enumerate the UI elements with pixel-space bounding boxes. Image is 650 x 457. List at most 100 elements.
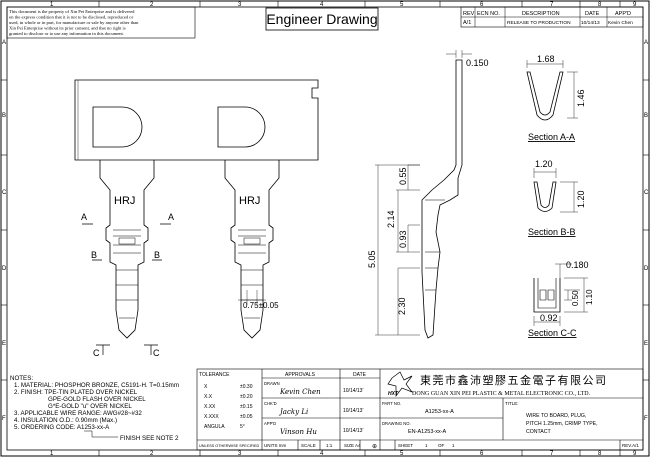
company-block: HXT 東莞市鑫沛塑膠五金電子有限公司 DONG GUAN XIN PEI PL…	[382, 371, 639, 448]
notes: NOTES: 1. MATERIAL: PHOSPHOR BRONZE, C51…	[10, 375, 179, 442]
section-c-title: Section C-C	[528, 328, 577, 338]
tol-label: ANGULA	[204, 424, 225, 430]
section-c-marker: C	[93, 348, 100, 358]
col-label: 7	[550, 451, 554, 457]
section-views	[526, 60, 588, 326]
tolerance-header: TOLERANCE	[199, 372, 230, 378]
approvals-header: APPROVALS	[285, 372, 316, 378]
col-label: 6	[480, 2, 484, 8]
note-line: 3. APPLICABLE WIRE RANGE: AWG#28~#32	[14, 410, 142, 417]
company-logo-icon	[387, 371, 414, 398]
contact-side-view	[375, 50, 472, 339]
part-no-value: A1253-xx-A	[425, 409, 454, 415]
col-label: 7	[550, 2, 554, 8]
section-c-shape	[533, 278, 561, 313]
note-leader	[84, 430, 118, 438]
note-line: 1. MATERIAL: PHOSPHOR BRONZE, C5191-H. T…	[14, 382, 179, 389]
date-value: 10/14/13	[581, 20, 600, 26]
contact-right	[224, 160, 280, 339]
row-label: D	[2, 266, 7, 272]
col-label: 4	[320, 2, 324, 8]
dim-sec-a-width: 1.68	[537, 54, 555, 64]
section-c-marker: C	[153, 348, 160, 358]
section-view-labels: 1.68 1.46 Section A-A 1.20 1.20 Section …	[528, 54, 594, 338]
note-line: 2. FINISH: TPE-TIN PLATED OVER NICKEL	[14, 389, 138, 396]
contact-front-view	[74, 79, 319, 355]
section-a-title: Section A-A	[528, 132, 575, 142]
drawn-role: DRAWN	[264, 381, 280, 386]
appd-header: APP'D	[615, 11, 631, 17]
col-label: 4	[320, 451, 324, 457]
title-line: CONTACT	[526, 429, 552, 435]
of-value: 1	[452, 443, 455, 448]
carrier-strip	[74, 79, 319, 161]
scale-label: SCALE	[301, 443, 316, 448]
col-label: 5	[400, 2, 404, 8]
sheet-label: SHEET	[398, 443, 413, 448]
row-label: E	[644, 341, 648, 347]
title-block-grid	[196, 368, 644, 451]
dim-055: 0.55	[398, 167, 408, 185]
pilot-hole-right	[217, 106, 266, 148]
col-label: 2	[150, 451, 154, 457]
units: UNITS mm	[264, 443, 286, 448]
side-view-dims: 0.150 0.55 2.14 0.93 5.05 2.30	[367, 58, 489, 315]
tolerance-footer: UNLESS OTHERWISE SPECIFIED	[199, 444, 260, 448]
col-label: 3	[238, 451, 242, 457]
appd-value: Kevin Chen	[608, 20, 633, 26]
company-name-en: DONG GUAN XIN PEI PLASTIC & METAL ELECTR…	[412, 391, 591, 397]
dim-sec-b-height: 1.20	[576, 190, 586, 208]
desc-value: RELEASE TO PRODUCTION	[507, 20, 571, 26]
tol-value: ±0.20	[240, 394, 253, 400]
ecn-header: ECN NO.	[477, 11, 500, 17]
section-a-marker: A	[81, 212, 87, 222]
col-label: 3	[238, 2, 242, 8]
notice-box	[6, 6, 196, 39]
housing-mark-left: HRJ	[114, 195, 135, 207]
section-a-marker: A	[168, 212, 174, 222]
dim-sec-c-h1: 0.50	[571, 290, 580, 306]
col-label: 9	[633, 2, 637, 8]
row-label: F	[2, 416, 6, 422]
tol-label: X	[204, 384, 208, 390]
tol-value: ±0.05	[240, 414, 253, 420]
col-label: 1	[50, 451, 54, 457]
row-label: B	[644, 113, 648, 119]
dim-sec-c-h2: 1.10	[585, 289, 594, 305]
page-title: Engineer Drawing	[266, 11, 377, 27]
checked-date: 10/14/13'	[343, 408, 363, 414]
size-label: SIZE A4	[344, 443, 361, 448]
tol-label: X.XX	[204, 404, 216, 410]
row-label: F	[644, 416, 648, 422]
section-b-title: Section B-B	[528, 227, 576, 237]
tol-label: X.XXX	[204, 414, 219, 420]
notice-line: Xin Pei Enterprise without its prior con…	[9, 26, 126, 32]
col-label: 5	[400, 451, 404, 457]
sheet-value: 1	[425, 443, 428, 448]
note-line: FINISH SEE NOTE 2	[120, 435, 179, 442]
section-b-marker: B	[91, 250, 97, 260]
drawing-no-value: EN-A1253-xx-A	[408, 429, 447, 435]
drawn-name: Kevin Chen	[279, 388, 321, 396]
company-logo-text: HXT	[388, 391, 399, 397]
notice-line: on the express condition that it is not …	[9, 15, 134, 21]
row-label: A	[644, 40, 648, 46]
approved-date: 10/14/13'	[343, 428, 363, 434]
col-label: 6	[480, 451, 484, 457]
drawn-date: 10/14/13'	[343, 388, 363, 394]
side-profile	[421, 59, 463, 339]
title-box	[265, 7, 379, 31]
tol-value: ±0.15	[240, 404, 253, 410]
col-label: 8	[598, 2, 602, 8]
col-label: 2	[150, 2, 154, 8]
front-view-labels: HRJ HRJ A A B B C C 0.75±0.05	[81, 195, 279, 358]
col-label: 8	[598, 451, 602, 457]
row-label: C	[644, 190, 649, 196]
title-line: PITCH 1.25mm, CRIMP TYPE,	[526, 421, 598, 427]
projection-symbol-icon: ⊕	[372, 444, 377, 450]
col-label: 9	[633, 451, 637, 457]
notice-line: granted to disclose or to use any inform…	[9, 31, 124, 36]
title-label: TITLE:	[505, 401, 519, 406]
